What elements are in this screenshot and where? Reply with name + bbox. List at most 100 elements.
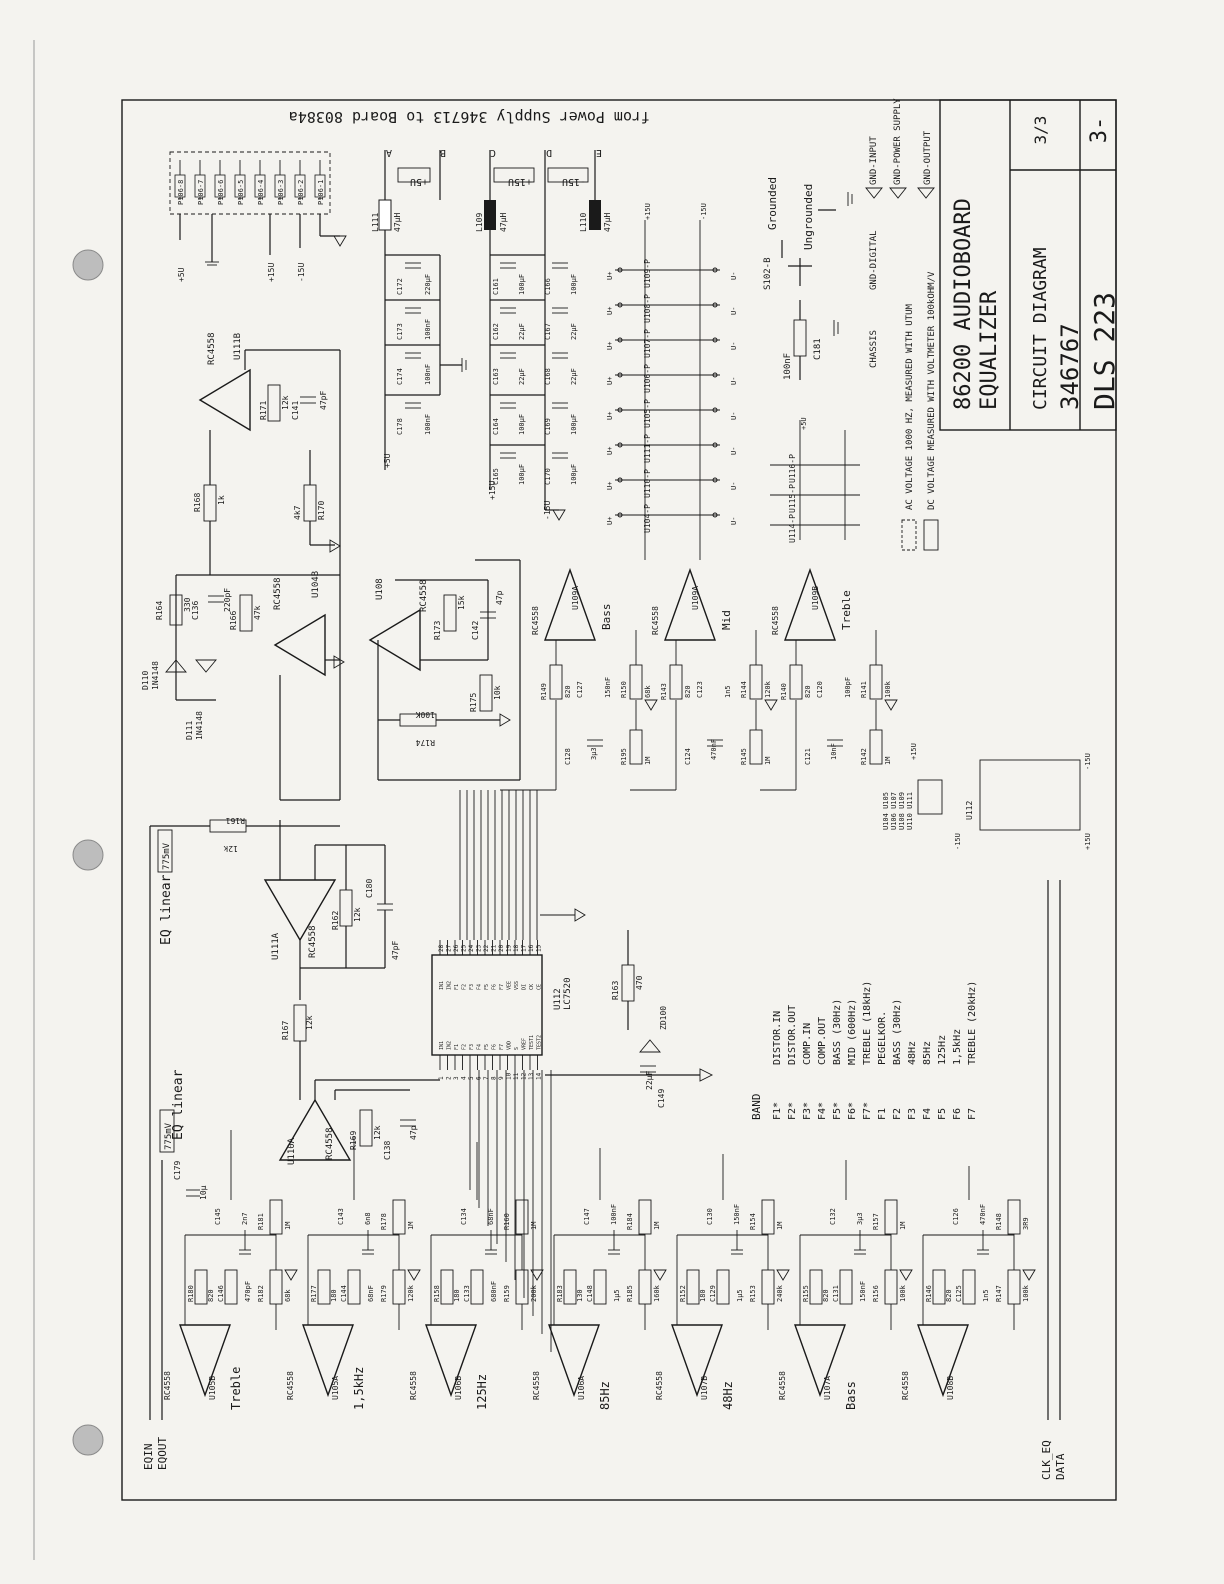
clk-label: CLK_EQ [1040,1440,1053,1480]
chassis-label: CHASSIS [869,330,879,368]
ic-rail-label: U111-P [643,434,652,463]
chip-pin-left: 8 [491,1076,498,1080]
band-r-value: 1M [653,1222,661,1230]
svg-text:470: 470 [635,975,644,990]
chip-pin-left: 5 [468,1076,475,1080]
ic-m15: -15U [954,833,962,850]
ic-rail-minus: U- [730,447,738,455]
svg-text:R161: R161 [226,816,245,825]
rail-p15: +15U [644,203,652,220]
svg-text:R164: R164 [155,601,164,620]
svg-text:+5U: +5U [383,453,392,468]
band-opamp: RC4558 [655,1371,664,1400]
connector-pin: P106-7 [197,180,205,205]
chip-pin-left: 7 [483,1076,490,1080]
chip-label-right: F6 [492,984,498,990]
upper-r: R145 [740,748,748,765]
band-r: R157 [872,1213,880,1230]
upper-r-value: 120k [764,680,772,698]
ground-switch: S102-B 100nF C181 [763,209,839,380]
chip-pin-left: 13 [528,1072,535,1080]
band-code: F2 [892,1108,903,1120]
band-desc: DISTOR.OUT [787,1005,798,1065]
band-c-value: 68nF [487,1208,495,1225]
chip-label-right: DI [522,984,528,990]
band-c-value: 6n8 [364,1212,372,1225]
svg-text:4k7: 4k7 [293,505,302,520]
ic-rail-minus: U- [730,517,738,525]
band-r: R153 [749,1285,757,1302]
gnd-digital-label: GND-DIGITAL [869,230,879,290]
band-r: R160 [503,1213,511,1230]
band-r-value: 820 [945,1289,953,1302]
ic-list-label: U106 U107 [890,792,898,830]
band-r: R156 [872,1285,880,1302]
upper-r-value: 820 [684,685,692,698]
supply-cap-value: 100μF [518,414,526,435]
band-c: C145 [214,1208,222,1225]
svg-text:RC4558: RC4558 [207,332,217,365]
upper-r: R141 [860,681,868,698]
ic-list-label: U110 U111 [906,792,914,830]
supply-cap: C168 [544,368,552,385]
ic-rail-minus: U- [730,272,738,280]
svg-text:L111: L111 [371,213,380,232]
upper-unit: U109A [691,586,700,610]
band-r: R184 [626,1213,634,1230]
chip-label-left: IN1 [439,1041,445,1050]
svg-text:+15U: +15U [508,176,532,187]
drawing-frame [121,99,1117,1501]
svg-text:C138: C138 [383,1141,392,1160]
upper-c-value: 470nF [710,739,718,760]
band-desc: DISTOR.IN [772,1011,783,1065]
upper-unit: U109A [571,586,580,610]
band-r-value: 820 [822,1289,830,1302]
chip-pin-right: 28 [438,944,445,952]
doc-title: CIRCUIT DIAGRAM [1030,247,1051,410]
upper-freq: Treble [840,590,853,630]
band-r: R158 [433,1285,441,1302]
chip-label-right: F5 [484,984,490,990]
chip-pin-right: 21 [491,944,498,952]
connector-pin: P106-1 [317,180,325,205]
upper-c: C120 [816,681,824,698]
band-r: R148 [995,1213,1003,1230]
supply-cap-value: 22μF [570,323,578,340]
band-code: F3 [907,1108,918,1120]
chip-label-right: F4 [477,984,483,990]
supply-cap: C173 [396,323,404,340]
upper-r-value: 1M [884,757,892,765]
svg-text:-15U: -15U [297,263,306,282]
upper-freq: Bass [600,604,613,631]
eq-linear-stages: U111A RC4558 R162 12k C180 47pF R167 12k… [150,816,440,1200]
supply-cap: C161 [492,278,500,295]
ic-rail-plus: U+ [606,342,614,350]
band-c-value: 150nF [733,1204,741,1225]
svg-text:47μH: 47μH [393,213,402,232]
band-c-value: 150nF [859,1281,867,1302]
u112-small: U112 [965,801,974,820]
band-r-value: 1M [899,1222,907,1230]
u112-m15: -15U [1084,753,1092,770]
chip-label-left: F3 [469,1044,475,1050]
svg-text:C149: C149 [657,1089,666,1108]
supply-cap-value: 100nF [424,319,432,340]
band-opamp: RC4558 [901,1371,910,1400]
svg-text:15k: 15k [457,595,466,610]
upper-r-value: 820 [564,685,572,698]
doc-number: 346767 [1056,323,1084,410]
chip-part: LC7520 [563,977,573,1010]
chip-pin-left: 3 [453,1076,460,1080]
band-c: C126 [952,1208,960,1225]
svg-text:1N4148: 1N4148 [195,711,204,740]
band-c-value: 470pF [244,1281,252,1302]
band-code: F7* [862,1102,873,1120]
band-c: C133 [463,1285,471,1302]
upper-c-value: 10nF [830,743,838,760]
connector-pin: P106-3 [277,180,285,205]
ic-rail-label: U114-P [788,514,797,543]
